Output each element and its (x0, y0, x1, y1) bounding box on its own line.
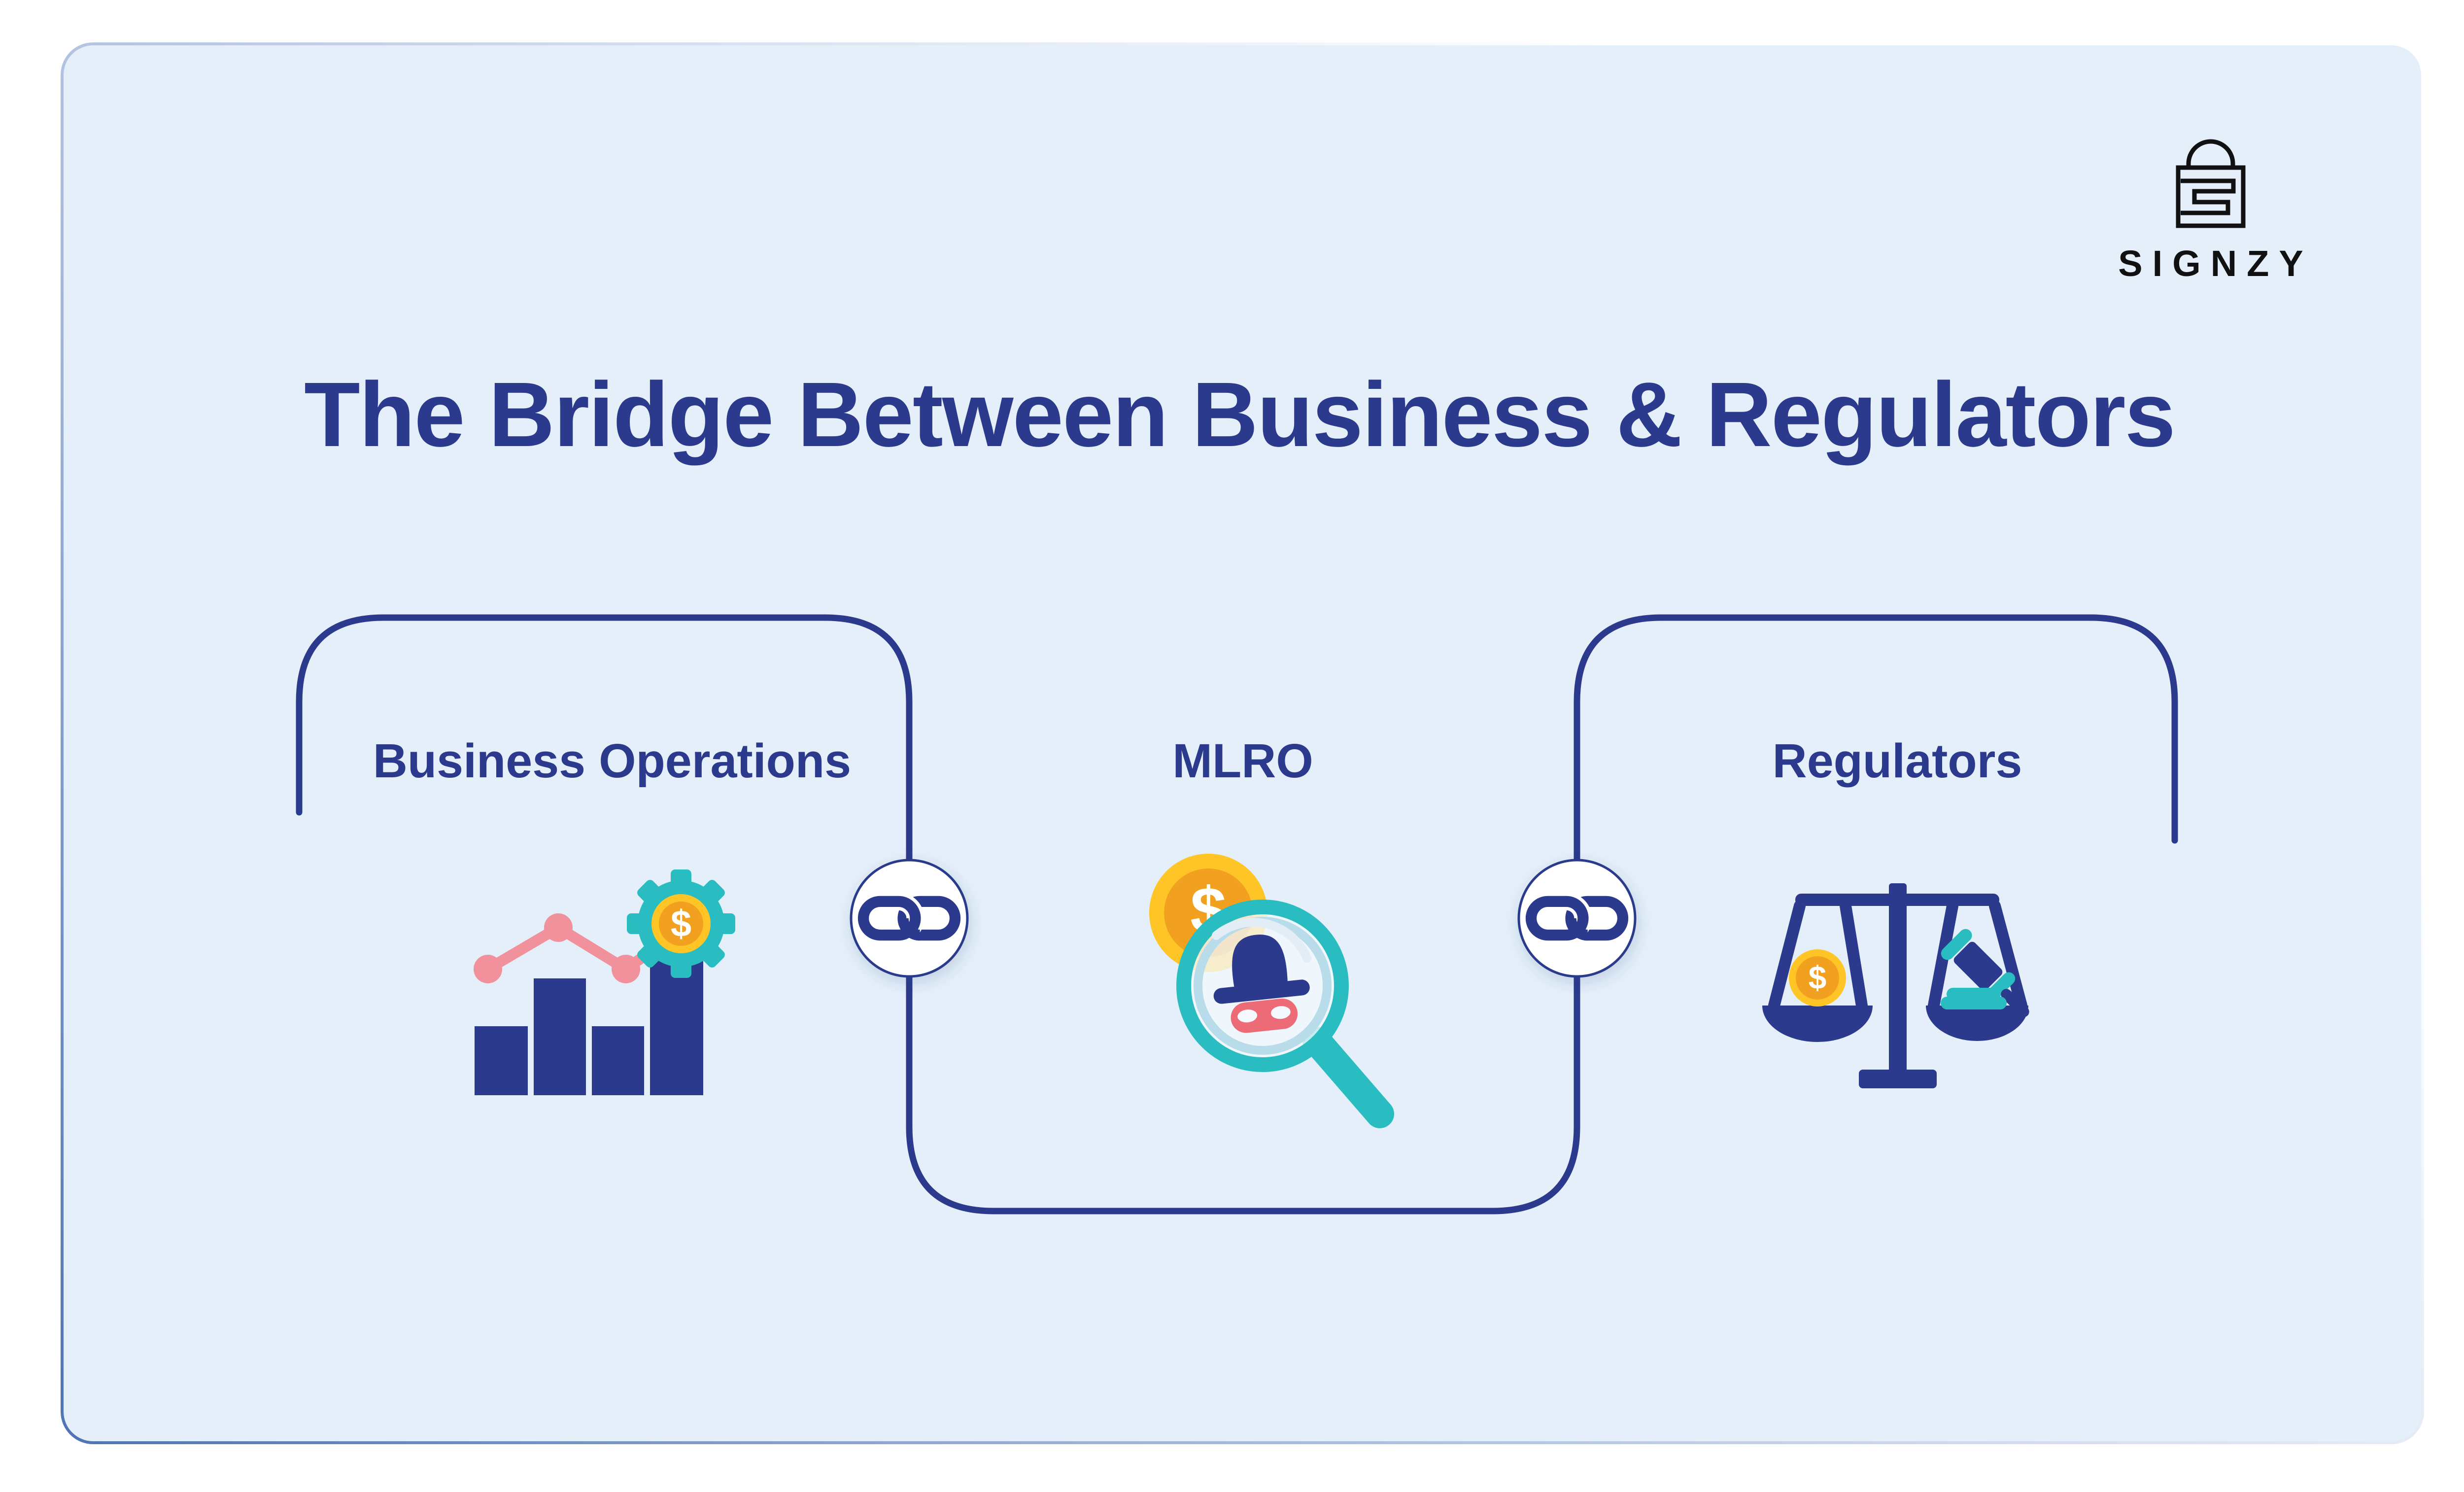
padlock-shackle (2186, 139, 2235, 169)
padlock-s-maze-icon (2176, 139, 2246, 228)
gavel-head (1953, 941, 2003, 991)
coin-inner (659, 902, 703, 946)
padlock-body (2176, 165, 2246, 228)
bar-chart-growth-gear-icon: $ (474, 869, 735, 1095)
pan-hangers (1768, 900, 2027, 1011)
chain-link-icon (855, 892, 961, 944)
chain-link-icon (1522, 892, 1629, 944)
spy-hat-brim (1213, 979, 1310, 1004)
magnifier-icon (1176, 900, 1394, 1128)
section-label-mlro: MLRO (1172, 734, 1313, 788)
right-pan (1926, 1006, 2028, 1041)
page-title: The Bridge Between Business & Regulators (304, 364, 2176, 466)
gear-icon: $ (627, 869, 735, 978)
dollar-glyph: $ (671, 903, 691, 945)
money-fraud-magnifier-icon: $ (1149, 854, 1394, 1128)
gavel-handle (2001, 989, 2029, 1017)
coin-icon: $ (1789, 949, 1846, 1006)
connector-node-2 (1517, 859, 1637, 978)
spy-icon (1213, 935, 1310, 1033)
gavel-icon (1941, 929, 2029, 1017)
dollar-glyph: $ (1809, 959, 1827, 996)
magnifier-handle (1302, 1027, 1394, 1128)
section-label-regulators: Regulators (1772, 734, 2022, 788)
brand-wordmark: SIGNZY (2118, 243, 2313, 284)
bar-chart-bars (475, 958, 703, 1095)
section-label-business-operations: Business Operations (373, 734, 852, 788)
left-pan (1762, 1006, 1873, 1042)
connector-node-1 (850, 859, 969, 978)
s-maze (2181, 178, 2236, 215)
glass-glare (1212, 918, 1311, 963)
bridge-connector-path (296, 614, 2178, 1214)
gavel-block-base (1941, 997, 2007, 1009)
spy-hat-crown (1232, 935, 1288, 991)
balance-scale-gavel-icon: $ (1762, 883, 2029, 1088)
